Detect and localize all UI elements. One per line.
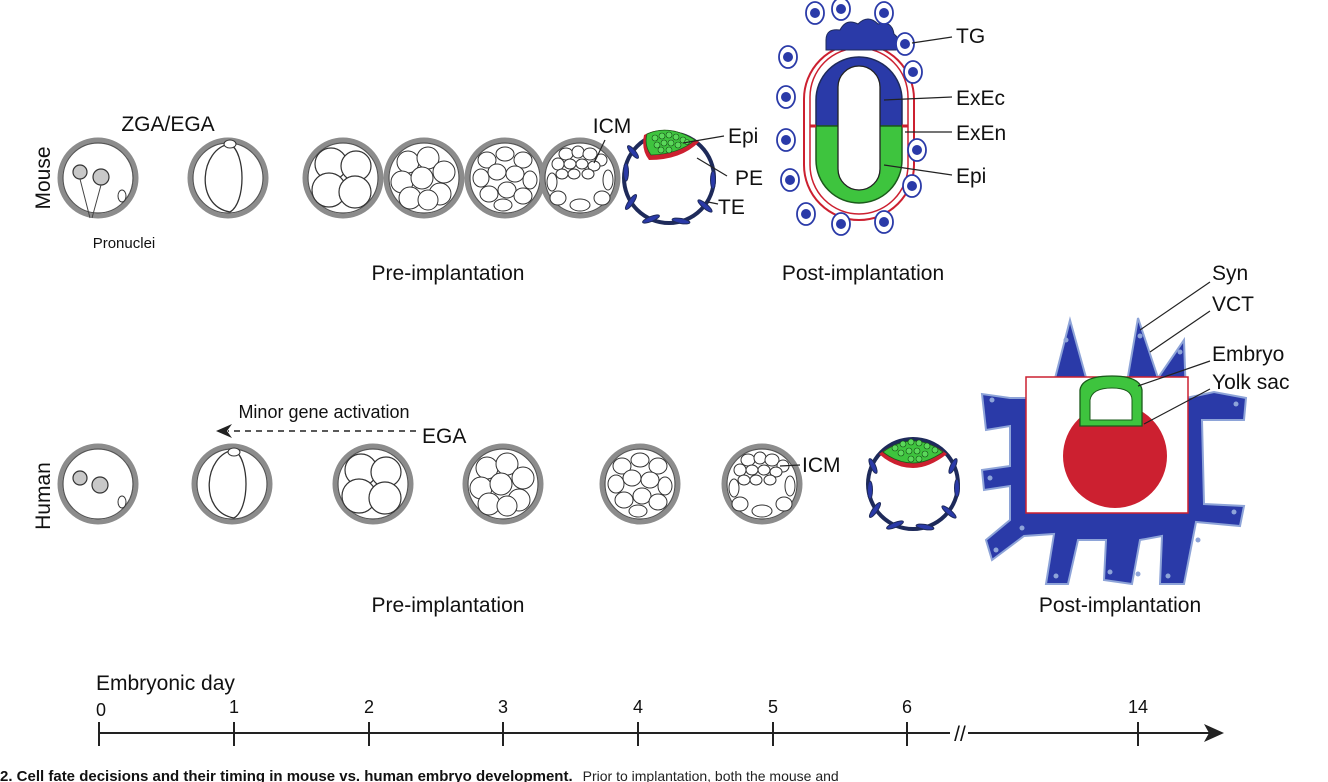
human-mature-blastocyst — [866, 437, 960, 531]
human-yolk-sac-label: Yolk sac — [1212, 371, 1289, 394]
human-pre-implantation-label: Pre-implantation — [372, 594, 525, 617]
timeline-axis — [98, 722, 1224, 746]
mouse-pe-label: PE — [735, 167, 763, 190]
human-label: Human — [32, 462, 55, 530]
human-icm-label: ICM — [802, 454, 841, 477]
human-embryo-label: Embryo — [1212, 343, 1284, 366]
mouse-egg-cylinder — [776, 0, 927, 236]
human-morula — [602, 446, 678, 522]
caption-bold: 2. Cell fate decisions and their timing … — [0, 768, 573, 782]
human-ega-label: EGA — [422, 425, 466, 448]
human-zygote — [60, 446, 136, 522]
mouse-8cell — [386, 140, 462, 216]
human-post-implantation-label: Post-implantation — [1039, 594, 1201, 617]
human-4cell — [335, 446, 411, 522]
mouse-pre-implantation-label: Pre-implantation — [372, 262, 525, 285]
tick-label: 0 — [96, 700, 106, 720]
tick-label: 14 — [1128, 697, 1148, 717]
tick-label: 1 — [229, 697, 239, 717]
zga-ega-label: ZGA/EGA — [121, 113, 214, 136]
mouse-post-implantation-label: Post-implantation — [782, 262, 944, 285]
timeline-break: // — [954, 723, 966, 746]
tick-label: 4 — [633, 697, 643, 717]
mouse-zygote — [60, 140, 136, 218]
human-early-blastocyst — [724, 446, 800, 522]
mouse-epi2-label: Epi — [956, 165, 986, 188]
human-vct-label: VCT — [1212, 293, 1254, 316]
human-syn-label: Syn — [1212, 262, 1248, 285]
human-implanted-embryo — [980, 316, 1248, 586]
tick-label: 5 — [768, 697, 778, 717]
human-8cell — [465, 446, 541, 522]
timeline-title: Embryonic day — [96, 672, 235, 695]
human-2cell — [194, 446, 270, 522]
tick-label: 6 — [902, 697, 912, 717]
figure-caption: 2. Cell fate decisions and their timing … — [0, 768, 839, 782]
mouse-icm-label: ICM — [593, 115, 632, 138]
pronuclei-label: Pronuclei — [93, 235, 156, 252]
mouse-epi-label: Epi — [728, 125, 758, 148]
mouse-4cell — [305, 140, 381, 216]
mouse-exec-label: ExEc — [956, 87, 1005, 110]
mouse-te-label: TE — [718, 196, 745, 219]
caption-light: Prior to implantation, both the mouse an… — [583, 768, 839, 782]
mouse-2cell — [190, 140, 266, 216]
mouse-label: Mouse — [32, 146, 55, 209]
mouse-mature-blastocyst — [622, 129, 716, 225]
mouse-morula — [467, 140, 543, 216]
mouse-tg-label: TG — [956, 25, 985, 48]
mouse-exen-label: ExEn — [956, 122, 1006, 145]
tick-label: 3 — [498, 697, 508, 717]
mouse-early-blastocyst — [542, 140, 618, 216]
minor-gene-activation-label: Minor gene activation — [238, 402, 409, 422]
tick-label: 2 — [364, 697, 374, 717]
